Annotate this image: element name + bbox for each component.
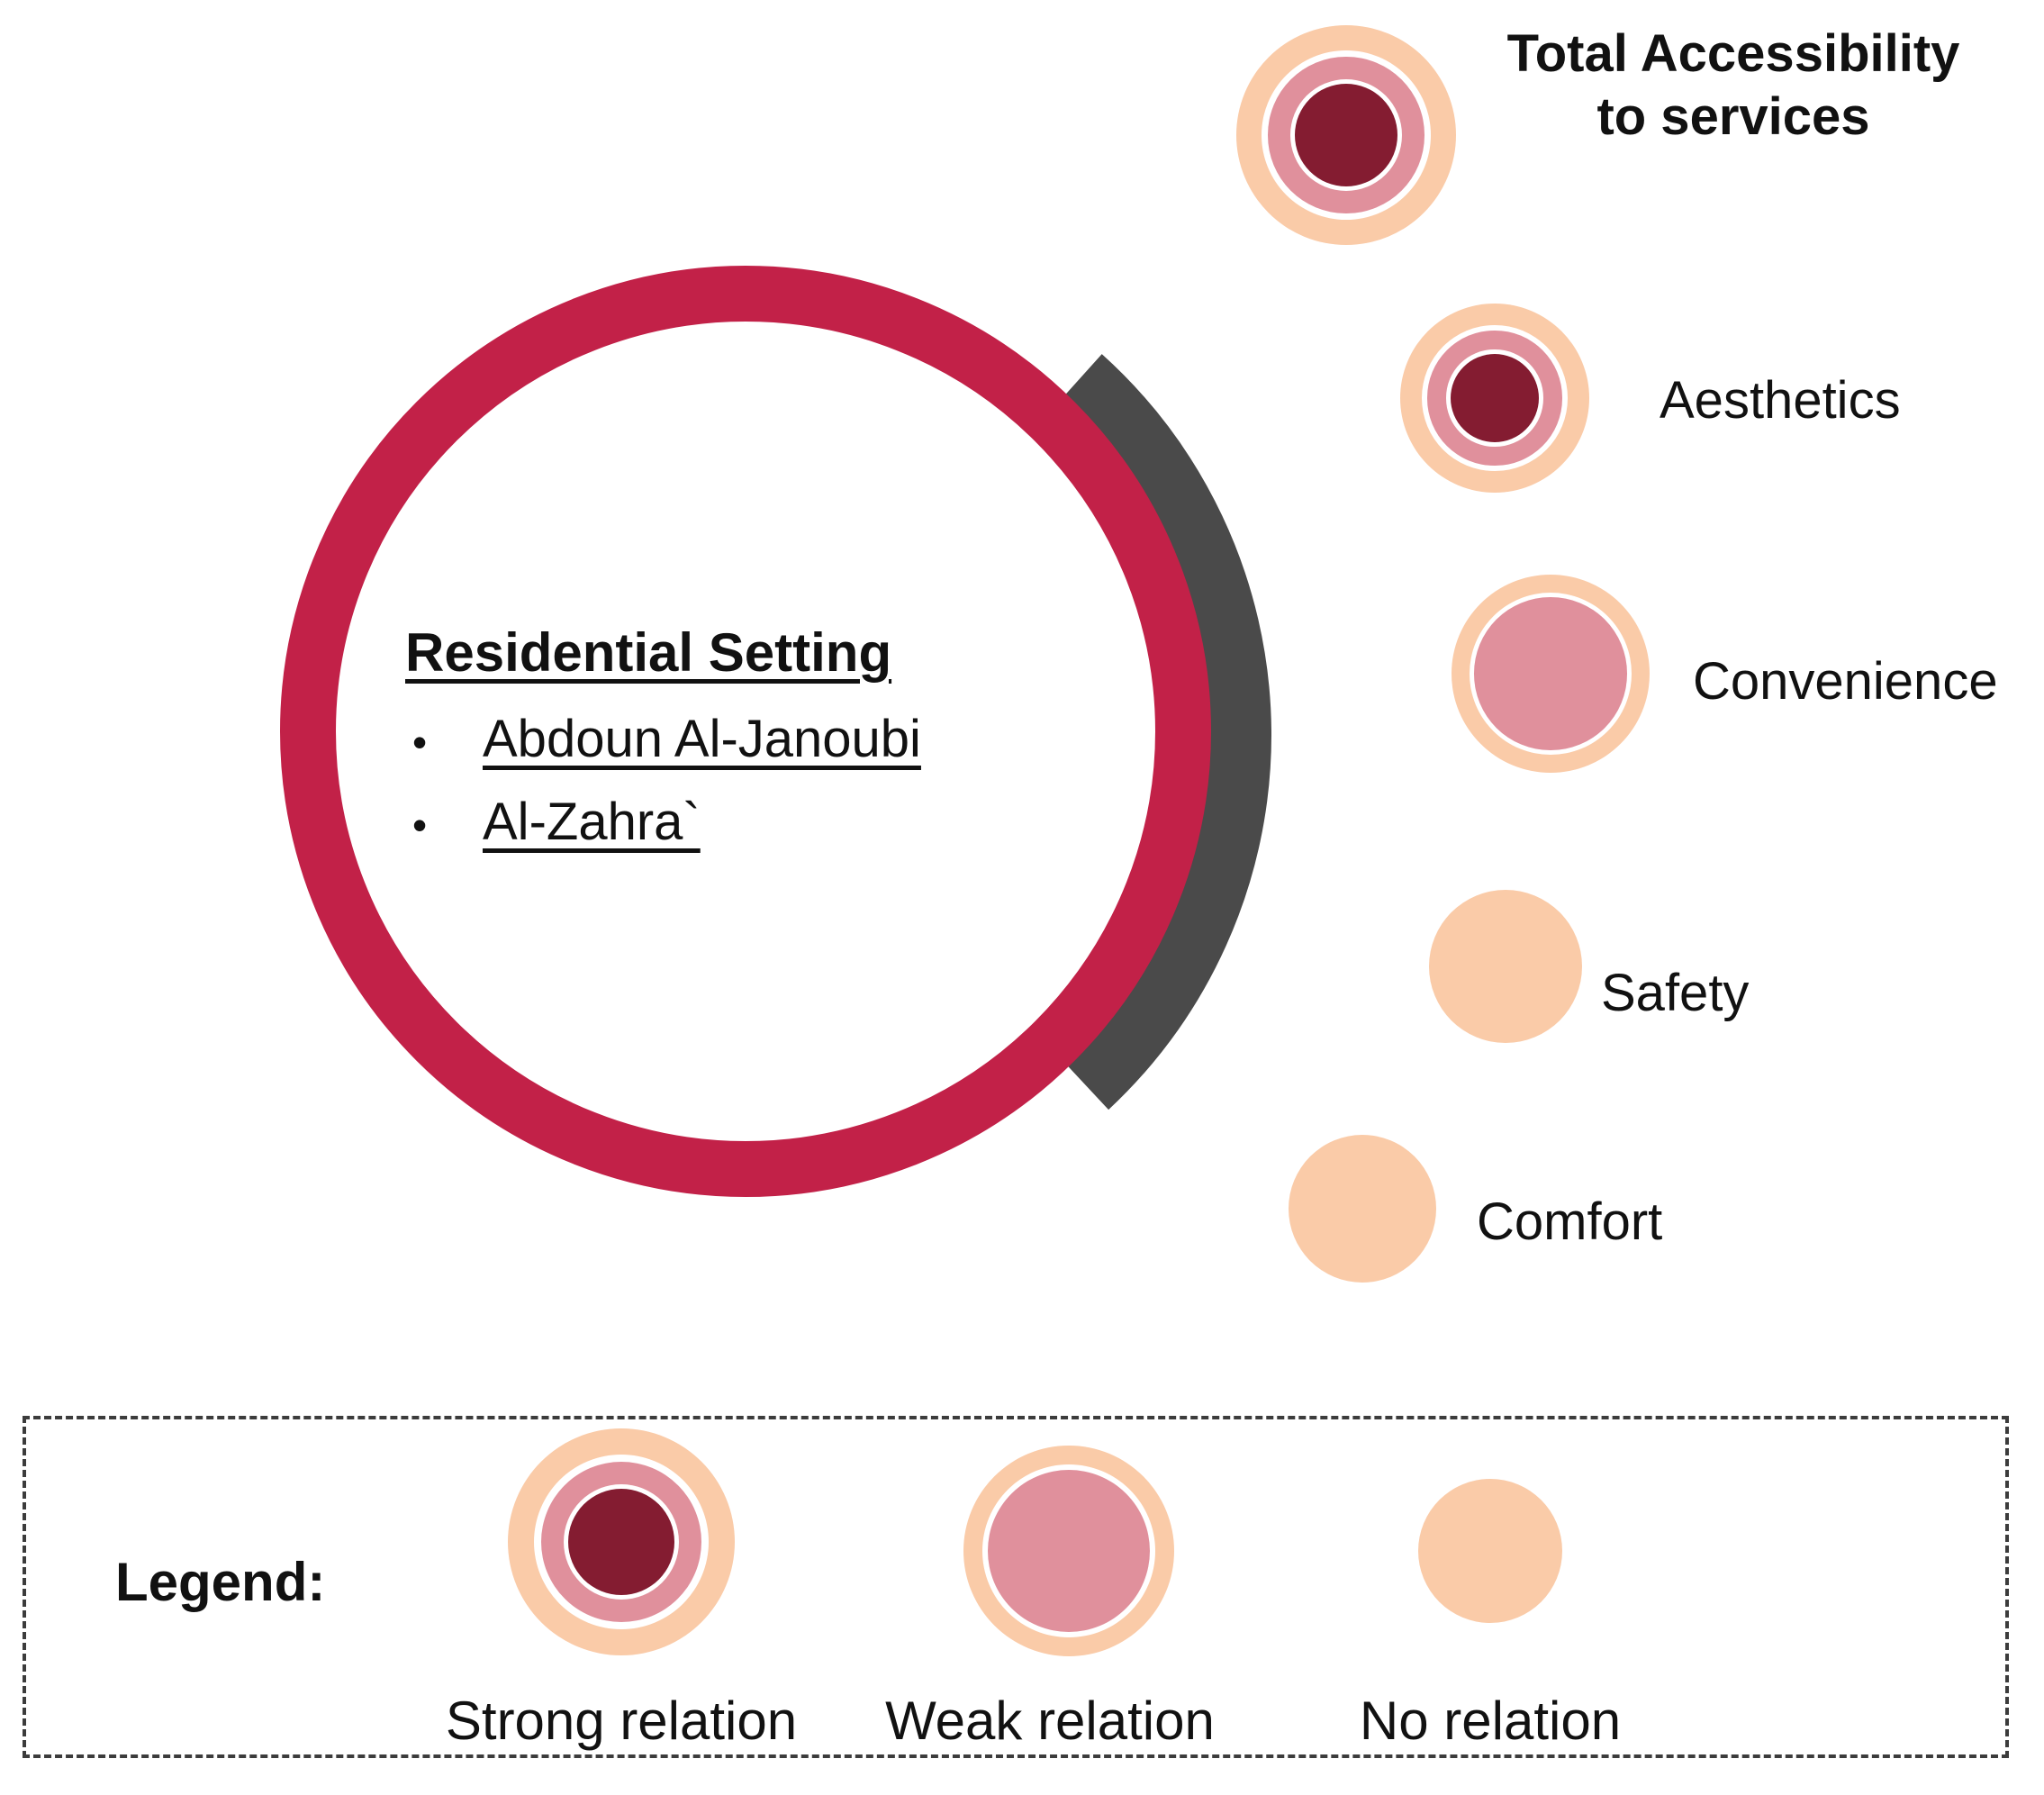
legend-label-none: No relation [1359, 1691, 1622, 1751]
badge-mid-ring [987, 1469, 1151, 1633]
attribute-label-comfort: Comfort [1477, 1192, 1663, 1251]
legend-badge-weak [963, 1446, 1174, 1656]
relation-badge-convenience [1452, 575, 1650, 773]
badge-mid-ring [1474, 597, 1627, 750]
badge-core [1294, 83, 1398, 187]
relation-badge-safety [1429, 890, 1582, 1043]
legend-badge-strong [508, 1428, 735, 1655]
attribute-label-aesthetics: Aesthetics [1660, 371, 1901, 430]
residential-setting-circle [280, 266, 1211, 1197]
residential-setting-text-block: Residential Setting • Abdoun Al-Janoubi … [405, 620, 1017, 852]
neighborhood-name: Al-Zahra` [483, 793, 701, 851]
legend-box [23, 1416, 2009, 1758]
badge-outer-ring [1429, 890, 1582, 1043]
list-item: • Al-Zahra` [405, 793, 1017, 852]
relation-badge-comfort [1289, 1135, 1436, 1283]
residential-setting-title: Residential Setting [405, 622, 892, 683]
legend-badge-none [1418, 1479, 1562, 1623]
legend-label-weak: Weak relation [885, 1691, 1215, 1751]
bullet-icon: • [412, 719, 428, 766]
badge-outer-ring [1289, 1135, 1436, 1283]
relation-badge-aesthetics [1400, 304, 1589, 493]
relation-badge-total-accessibility [1236, 25, 1456, 245]
shadow-arc [1054, 354, 1271, 1111]
attribute-label-safety: Safety [1601, 964, 1750, 1022]
attribute-label-total-accessibility: Total Accessibility to services [1506, 24, 1960, 146]
badge-outer-ring [1418, 1479, 1562, 1623]
attribute-label-convenience: Convenience [1693, 652, 1998, 711]
neighborhood-name: Abdoun Al-Janoubi [483, 710, 921, 768]
badge-core [1450, 353, 1540, 443]
list-item: • Abdoun Al-Janoubi [405, 710, 1017, 769]
legend-label-strong: Strong relation [445, 1691, 798, 1751]
bullet-icon: • [412, 802, 428, 848]
legend-title: Legend: [115, 1552, 326, 1612]
badge-core [567, 1488, 675, 1596]
